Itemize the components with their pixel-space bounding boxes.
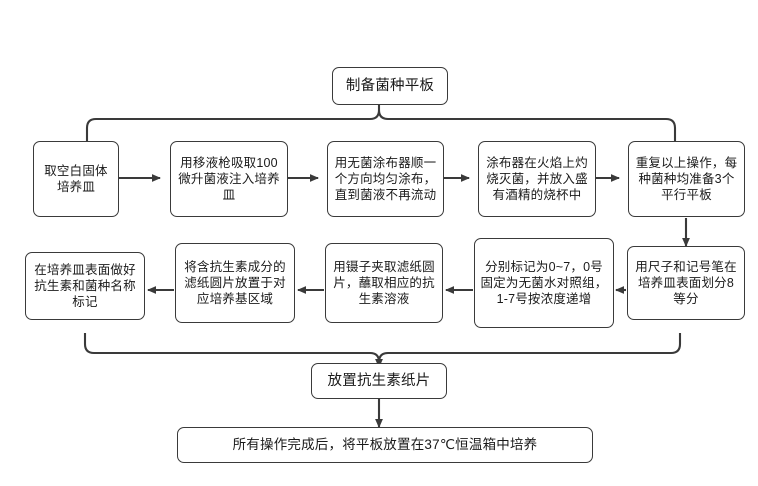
node-label: 用尺子和记号笔在培养皿表面划分8等分: [635, 259, 737, 307]
node-step-8[interactable]: 用镊子夹取滤纸圆片，蘸取相应的抗生素溶液: [325, 243, 443, 323]
node-step-6[interactable]: 用尺子和记号笔在培养皿表面划分8等分: [627, 246, 745, 320]
brace-bottom: [83, 333, 682, 365]
node-label: 取空白固体培养皿: [44, 163, 108, 194]
node-place-antibiotic-discs[interactable]: 放置抗生素纸片: [311, 363, 447, 399]
node-label: 涂布器在火焰上灼烧灭菌，并放入盛有酒精的烧杯中: [486, 155, 588, 203]
node-step-5[interactable]: 重复以上操作，每种菌种均准备3个平行平板: [628, 141, 745, 217]
node-prepare-strain-plate[interactable]: 制备菌种平板: [332, 67, 448, 105]
node-step-4[interactable]: 涂布器在火焰上灼烧灭菌，并放入盛有酒精的烧杯中: [478, 141, 596, 217]
node-label: 放置抗生素纸片: [327, 372, 431, 389]
node-label: 在培养皿表面做好抗生素和菌种名称标记: [34, 262, 136, 310]
node-label: 所有操作完成后，将平板放置在37℃恒温箱中培养: [232, 437, 538, 453]
node-step-2[interactable]: 用移液枪吸取100微升菌液注入培养皿: [170, 141, 288, 217]
node-label: 分别标记为0~7，0号固定为无菌水对照组，1-7号按浓度递增: [480, 259, 608, 307]
brace-top: [85, 107, 677, 141]
node-label: 将含抗生素成分的滤纸圆片放置于对应培养基区域: [184, 259, 286, 307]
node-label: 制备菌种平板: [345, 77, 435, 94]
node-label: 重复以上操作，每种菌种均准备3个平行平板: [635, 155, 738, 203]
node-label: 用无菌涂布器顺一个方向均匀涂布，直到菌液不再流动: [334, 155, 437, 203]
node-step-3[interactable]: 用无菌涂布器顺一个方向均匀涂布，直到菌液不再流动: [327, 141, 444, 217]
node-step-1[interactable]: 取空白固体培养皿: [33, 141, 119, 217]
node-label: 用移液枪吸取100微升菌液注入培养皿: [178, 155, 280, 203]
node-step-7[interactable]: 分别标记为0~7，0号固定为无菌水对照组，1-7号按浓度递增: [474, 238, 614, 328]
node-label: 用镊子夹取滤纸圆片，蘸取相应的抗生素溶液: [333, 259, 435, 307]
node-final-incubation[interactable]: 所有操作完成后，将平板放置在37℃恒温箱中培养: [177, 427, 593, 463]
node-step-9[interactable]: 将含抗生素成分的滤纸圆片放置于对应培养基区域: [175, 243, 295, 323]
node-step-10[interactable]: 在培养皿表面做好抗生素和菌种名称标记: [25, 252, 145, 320]
